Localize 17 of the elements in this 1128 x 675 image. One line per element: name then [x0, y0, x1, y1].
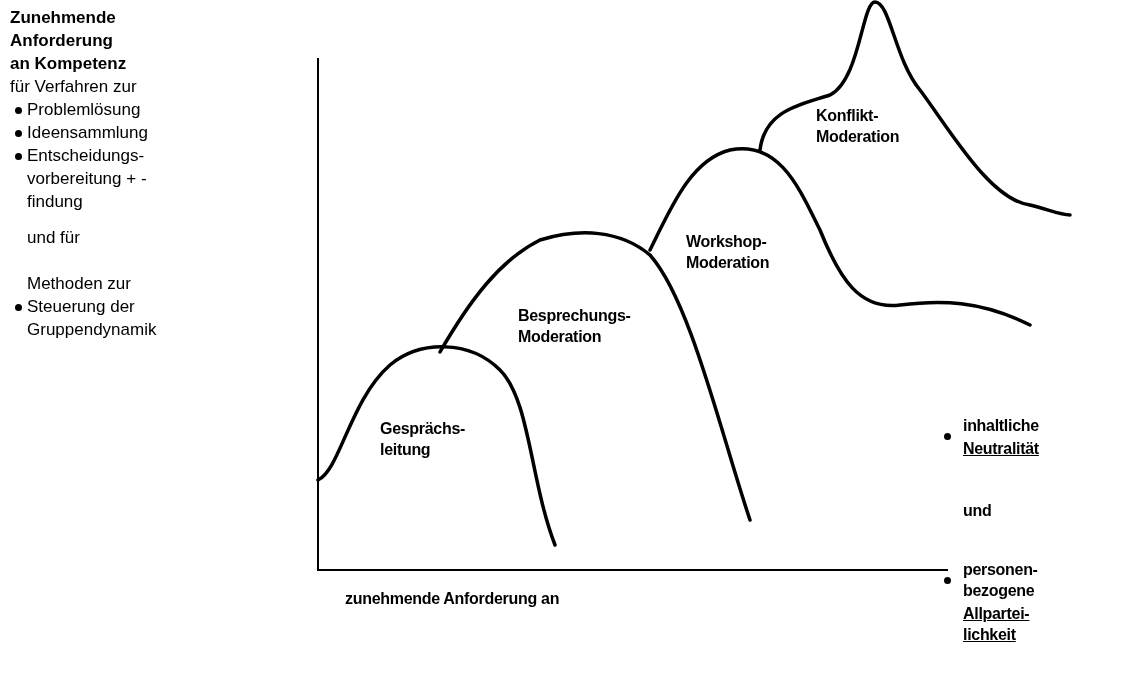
body-text: Methoden zur	[27, 273, 132, 295]
intro-text: für Verfahren zur	[10, 76, 138, 98]
list-item: Problemlösung	[27, 99, 142, 121]
list-item: inhaltliche	[963, 416, 1040, 436]
axis-label: zunehmende Anforderung an	[345, 589, 561, 609]
body-text: und	[963, 501, 993, 521]
list-item: Entscheidungs- vorbereitung + -findung	[27, 145, 148, 213]
hill-label: Besprechungs- Moderation	[518, 306, 632, 347]
body-text: Neutralität	[963, 439, 1040, 459]
hill-label: Gesprächs- leitung	[380, 419, 467, 460]
list-item: personen- bezogene	[963, 560, 1039, 601]
body-text: und für	[27, 227, 81, 249]
list-item: Steuerung der Gruppendynamik	[27, 296, 158, 341]
hill-label: Konflikt- Moderation	[816, 106, 901, 147]
body-text: Allpartei- lichkeit	[963, 604, 1031, 645]
hill-label: Workshop- Moderation	[686, 232, 771, 273]
list-item: Ideensammlung	[27, 122, 149, 144]
